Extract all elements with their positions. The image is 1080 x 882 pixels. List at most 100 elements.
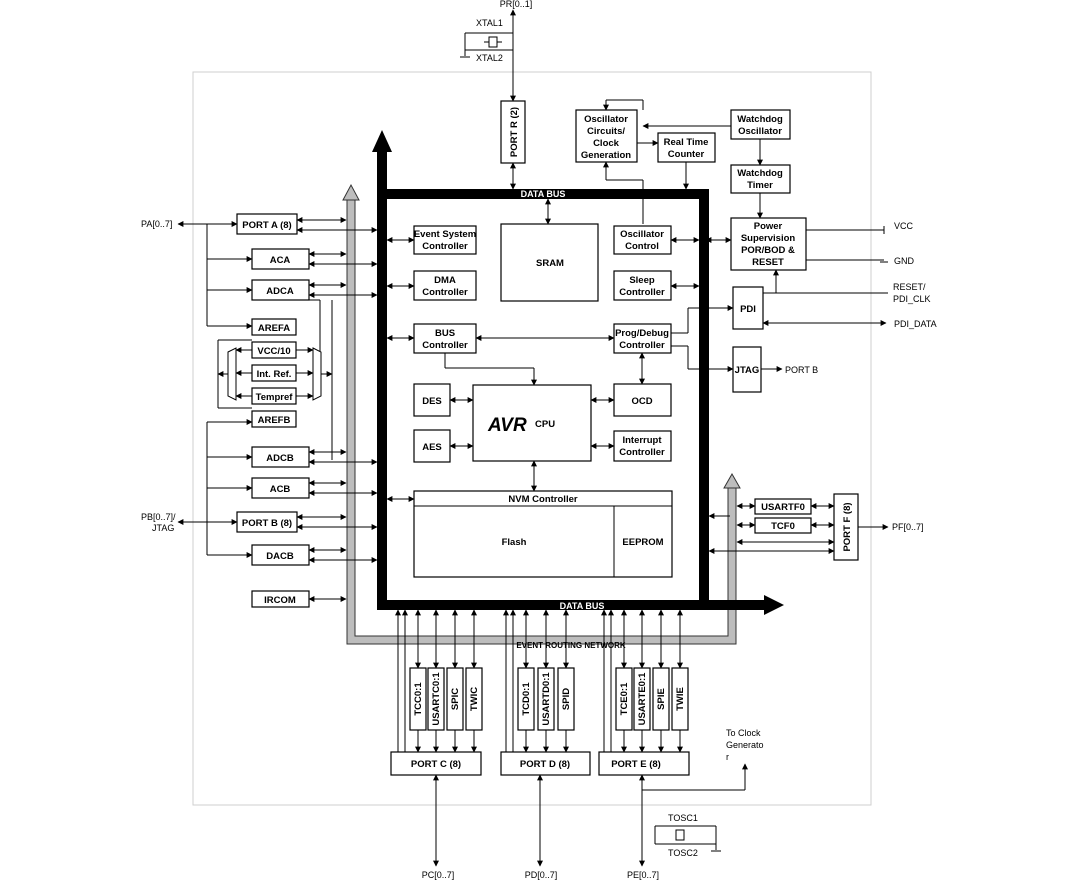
vcc-label: VCC	[894, 221, 914, 231]
tosc-crystal-icon	[675, 829, 685, 841]
int-ref-label: Int. Ref.	[257, 369, 292, 380]
pr-pin-label: PR[0..1]	[500, 0, 533, 9]
data-bus	[372, 130, 784, 615]
arefa-block	[251, 318, 297, 336]
tempref-label: Tempref	[256, 392, 294, 403]
nvm-block	[413, 490, 673, 578]
avr-logo: AVR	[487, 415, 527, 436]
rtc-label-2: Counter	[668, 149, 705, 160]
osc-label-1: Oscillator	[584, 114, 628, 125]
port-b-label: PORT B (8)	[242, 518, 292, 529]
aca-block	[251, 248, 310, 270]
adcb-label: ADCB	[266, 453, 294, 464]
rtc-block	[657, 132, 716, 163]
pdi-data-label: PDI_DATA	[894, 319, 937, 329]
to-clock-label-3: r	[726, 752, 729, 762]
aca-label: ACA	[270, 255, 291, 266]
reset-label-2: PDI_CLK	[893, 294, 931, 304]
ps-label-1: Power	[754, 221, 783, 232]
ircom-label: IRCOM	[264, 595, 296, 606]
cpu-label: CPU	[535, 419, 555, 430]
port-a-block	[236, 213, 298, 235]
acb-label: ACB	[270, 484, 291, 495]
port-b-block	[236, 511, 298, 533]
adcb-block	[251, 446, 310, 468]
evsys-label-2: Controller	[422, 241, 468, 252]
oscctrl-label-1: Oscillator	[620, 229, 664, 240]
port-e-label: PORT E (8)	[611, 759, 661, 770]
spid-label: SPID	[561, 688, 572, 710]
oscctrl-label-2: Control	[625, 241, 659, 252]
dma-label-2: Controller	[422, 287, 468, 298]
pa-pin-label: PA[0..7]	[141, 219, 172, 229]
port-d-label: PORT D (8)	[520, 759, 570, 770]
osc-label-3: Clock	[593, 138, 620, 149]
dma-label-1: DMA	[434, 275, 456, 286]
port-a-label: PORT A (8)	[242, 220, 291, 231]
sleep-label-2: Controller	[619, 287, 665, 298]
pdi-label: PDI	[740, 304, 756, 315]
rtc-label-1: Real Time	[664, 137, 709, 148]
ps-label-2: Supervision	[741, 233, 796, 244]
event-routing-label: EVENT ROUTING NETWORK	[516, 641, 626, 650]
data-bus-bottom-label: DATA BUS	[560, 601, 605, 611]
spie-label: SPIE	[656, 688, 667, 710]
tosc1-label: TOSC1	[668, 813, 698, 823]
irq-label-1: Interrupt	[622, 435, 662, 446]
left-mux-icon	[227, 347, 237, 401]
dacb-label: DACB	[266, 551, 294, 562]
tosc2-label: TOSC2	[668, 848, 698, 858]
watchdog-oscillator-block	[730, 109, 791, 140]
pd-pin-label: PD[0..7]	[525, 870, 558, 880]
xtal2-label: XTAL2	[476, 53, 503, 63]
arefb-label: AREFB	[258, 415, 291, 426]
oscillator-control-block	[613, 225, 672, 255]
aes-label: AES	[422, 442, 442, 453]
adca-block	[251, 279, 310, 301]
port-c-label: PORT C (8)	[411, 759, 461, 770]
to-clock-label-1: To Clock	[726, 728, 761, 738]
bus-label-2: Controller	[422, 340, 468, 351]
event-routing-network	[342, 183, 741, 645]
arefa-label: AREFA	[258, 323, 290, 334]
port-f-label: PORT F (8)	[842, 502, 853, 551]
port-b-out-label: PORT B	[785, 365, 818, 375]
ps-label-4: RESET	[752, 257, 784, 268]
wdt-label-2: Timer	[747, 180, 773, 191]
evsys-label-1: Event System	[414, 229, 476, 240]
bus-label-1: BUS	[435, 328, 455, 339]
pe-pin-label: PE[0..7]	[627, 870, 659, 880]
tcf0-label: TCF0	[771, 521, 795, 532]
osc-label-2: Circuits/	[587, 126, 625, 137]
crystal-icon	[488, 36, 498, 48]
spic-label: SPIC	[450, 688, 461, 710]
adca-label: ADCA	[266, 286, 294, 297]
interrupt-controller	[613, 430, 672, 462]
usartd-label: USARTD0:1	[541, 672, 552, 726]
tcd-label: TCD0:1	[521, 682, 532, 716]
cpu-block	[472, 384, 592, 462]
bottom-bus-arrows	[395, 609, 683, 752]
pb-pin-label-1: PB[0..7]/	[141, 512, 176, 522]
twic-label: TWIC	[469, 687, 480, 711]
pc-pin-label: PC[0..7]	[422, 870, 455, 880]
wdt-label-1: Watchdog	[737, 168, 783, 179]
irq-label-2: Controller	[619, 447, 665, 458]
chip-outline	[192, 71, 872, 806]
reset-label-1: RESET/	[893, 282, 926, 292]
sleep-label-1: Sleep	[629, 275, 655, 286]
des-label: DES	[422, 396, 442, 407]
xtal1-label: XTAL1	[476, 18, 503, 28]
tcc-label: TCC0:1	[413, 682, 424, 716]
sram-label: SRAM	[536, 258, 564, 269]
prog-label-2: Controller	[619, 340, 665, 351]
port-f-block	[833, 493, 859, 561]
pb-pin-label-2: JTAG	[152, 523, 174, 533]
wdo-label-2: Oscillator	[738, 126, 782, 137]
right-mux-icon	[312, 347, 322, 401]
pdi-block	[732, 286, 764, 330]
dma-controller	[413, 270, 477, 301]
bus-controller	[413, 323, 477, 354]
pf-pin-label: PF[0..7]	[892, 522, 924, 532]
